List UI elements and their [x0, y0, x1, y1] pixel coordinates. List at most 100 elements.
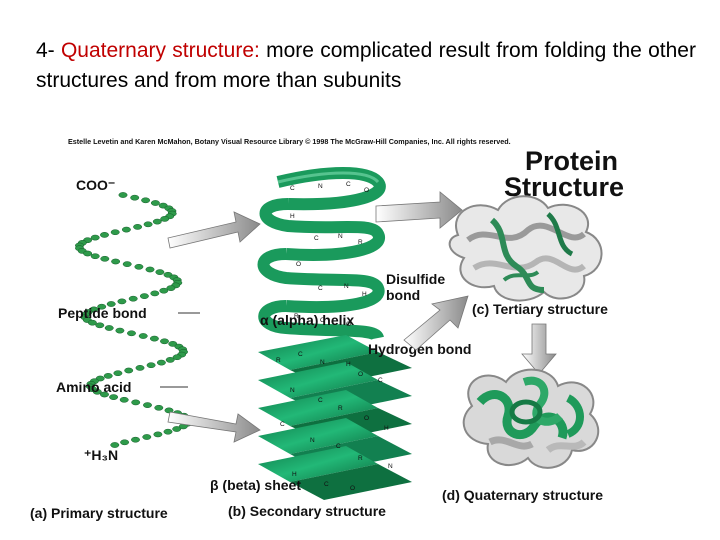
- arrow-primary-to-helix: [167, 211, 261, 249]
- amino-acid-bead: [130, 194, 140, 201]
- amino-acid-bead: [120, 439, 130, 446]
- amino-acid-bead: [155, 269, 165, 275]
- svg-text:C: C: [346, 181, 351, 188]
- amino-acid-bead: [87, 319, 97, 326]
- svg-text:R: R: [358, 239, 363, 246]
- amino-acid-bead: [131, 436, 140, 443]
- svg-text:C: C: [290, 185, 295, 192]
- amino-acid-bead: [134, 263, 144, 270]
- amino-acid-bead: [143, 221, 153, 228]
- amino-acid-bead: [150, 200, 160, 206]
- amino-acid-bead: [95, 322, 105, 329]
- secondary-label: (b) Secondary structure: [228, 503, 386, 519]
- amino-acid-bead: [122, 261, 132, 267]
- svg-text:C: C: [314, 235, 319, 242]
- slide-heading: 4- Quaternary structure: more complicate…: [36, 36, 696, 96]
- amino-acid-bead: [121, 226, 131, 233]
- disulfide-label-1: Disulfide: [386, 271, 445, 287]
- svg-text:C: C: [324, 481, 329, 488]
- tertiary-label: (c) Tertiary structure: [472, 301, 608, 317]
- svg-text:C: C: [318, 285, 323, 292]
- svg-text:N: N: [344, 283, 349, 290]
- primary-label: (a) Primary structure: [30, 505, 168, 521]
- amino-acid-bead: [103, 373, 113, 379]
- svg-text:N: N: [388, 463, 393, 470]
- arrow-primary-to-sheet: [167, 411, 261, 443]
- figure-title-line1: Protein: [525, 146, 618, 176]
- arrow-helix-to-tertiary: [375, 191, 463, 229]
- amino-acid-bead: [141, 197, 151, 204]
- amino-acid-bead: [113, 370, 123, 377]
- svg-text:O: O: [358, 371, 363, 378]
- amino-acid-bead: [146, 362, 156, 369]
- amino-acid-bead: [149, 335, 159, 342]
- beta-sheet-label: β (beta) sheet: [210, 477, 301, 493]
- svg-text:N: N: [318, 183, 323, 190]
- amino-acid-bead: [115, 327, 125, 334]
- amino-acid-label: Amino acid: [56, 379, 131, 395]
- svg-text:O: O: [364, 187, 369, 194]
- primary-chain: [75, 192, 194, 448]
- amino-acid-bead: [128, 295, 138, 302]
- svg-text:H: H: [384, 425, 389, 432]
- amino-acid-bead: [139, 293, 149, 299]
- hydrogen-bond-label: Hydrogen bond: [368, 341, 471, 357]
- svg-text:R: R: [358, 455, 363, 462]
- amino-acid-bead: [119, 396, 129, 403]
- arrow-tertiary-to-quaternary: [521, 323, 557, 375]
- amino-acid-bead: [138, 333, 148, 339]
- amino-acid-bead: [109, 394, 119, 400]
- svg-text:O: O: [346, 321, 351, 328]
- amino-acid-bead: [127, 330, 136, 337]
- svg-text:N: N: [338, 233, 343, 240]
- amino-acid-bead: [124, 367, 134, 374]
- amino-acid-bead: [164, 407, 174, 414]
- heading-number: 4-: [36, 39, 55, 62]
- svg-text:N: N: [310, 437, 315, 444]
- amino-acid-bead: [100, 232, 109, 238]
- svg-text:C: C: [318, 397, 323, 404]
- arrow-sheet-to-tertiary: [403, 295, 469, 351]
- svg-text:H: H: [362, 291, 367, 298]
- amino-acid-bead: [104, 325, 114, 331]
- alpha-helix-label: α (alpha) helix: [260, 312, 354, 328]
- amino-acid-bead: [90, 253, 100, 260]
- svg-text:O: O: [296, 261, 301, 268]
- heading-highlight: Quaternary structure:: [60, 39, 260, 62]
- heading-text: more complicated result from folding the…: [36, 39, 696, 92]
- amino-acid-bead: [83, 250, 93, 257]
- svg-text:R: R: [276, 357, 281, 364]
- amino-acid-bead: [160, 338, 169, 345]
- amino-acid-bead: [150, 290, 160, 297]
- svg-text:C: C: [280, 421, 285, 428]
- svg-text:H: H: [292, 471, 297, 478]
- disulfide-label-2: bond: [386, 287, 420, 303]
- amino-acid-bead: [135, 365, 145, 371]
- amino-acid-bead: [172, 426, 182, 432]
- amino-acid-bead: [154, 404, 164, 411]
- amino-acid-bead: [110, 442, 120, 448]
- amino-acid-bead: [165, 357, 175, 363]
- amino-acid-bead: [159, 287, 169, 294]
- amino-acid-bead: [156, 359, 166, 366]
- svg-text:O: O: [350, 485, 355, 492]
- svg-text:C: C: [378, 377, 383, 384]
- svg-text:N: N: [320, 359, 325, 366]
- quaternary-structure: [462, 368, 600, 469]
- amino-acid-bead: [163, 428, 173, 435]
- svg-text:C: C: [320, 317, 325, 324]
- amino-acid-bead: [152, 218, 162, 225]
- amino-acid-bead: [166, 285, 176, 291]
- amino-acid-bead: [117, 298, 127, 305]
- amino-acid-bead: [100, 391, 109, 398]
- svg-text:R: R: [294, 313, 299, 320]
- amino-acid-bead: [143, 402, 152, 408]
- amino-acid-bead: [172, 354, 182, 361]
- amino-acid-bead: [133, 224, 143, 230]
- amino-acid-bead: [97, 303, 107, 310]
- amino-acid-bead: [142, 434, 152, 440]
- amino-acid-bead: [153, 431, 163, 438]
- quaternary-label: (d) Quaternary structure: [442, 487, 603, 503]
